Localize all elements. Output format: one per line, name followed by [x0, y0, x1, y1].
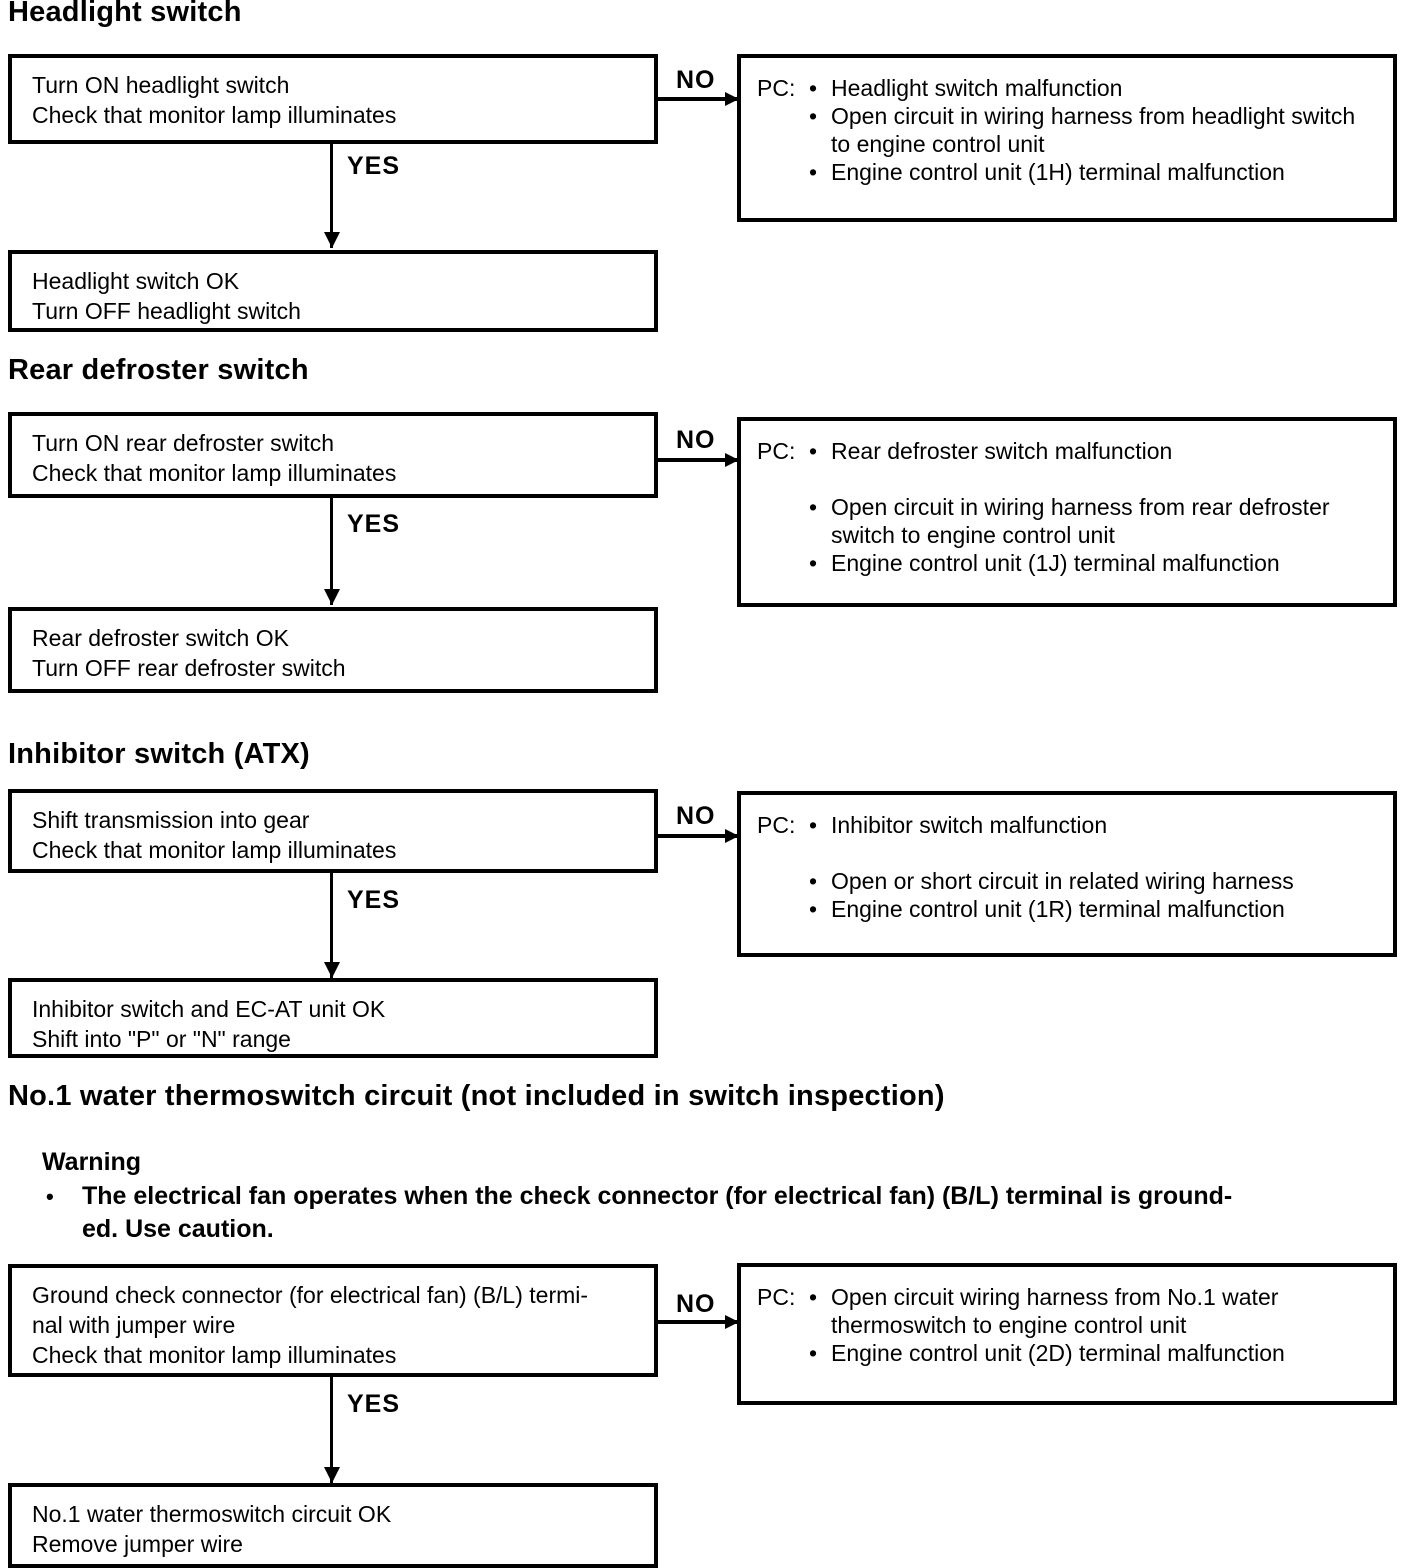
- pc-item: • Open circuit wiring harness from No.1 w…: [809, 1283, 1377, 1339]
- step-line: Check that monitor lamp illuminates: [32, 837, 397, 863]
- step-line: nal with jumper wire: [32, 1312, 236, 1338]
- bullet-icon: •: [809, 868, 818, 894]
- pc-item: • Open or short circuit in related wiring…: [809, 867, 1377, 895]
- result-line: Turn OFF rear defroster switch: [32, 655, 346, 681]
- pc-item: • Inhibitor switch malfunction: [809, 811, 1377, 839]
- step-line: Turn ON headlight switch: [32, 72, 290, 98]
- pc-item: • Engine control unit (1R) terminal malfu…: [809, 895, 1377, 923]
- result-line: Shift into "P" or "N" range: [32, 1026, 291, 1052]
- pc-item-text: Engine control unit (2D) terminal malfun…: [831, 1340, 1285, 1366]
- pc-items: • Open circuit wiring harness from No.1 w…: [809, 1283, 1377, 1401]
- pc-item-text: Headlight switch malfunction: [831, 75, 1123, 101]
- section-heading: Headlight switch: [8, 0, 242, 28]
- result-box: Headlight switch OK Turn OFF headlight s…: [8, 250, 658, 332]
- result-box: Inhibitor switch and EC-AT unit OK Shift…: [8, 978, 658, 1058]
- step-line: Check that monitor lamp illuminates: [32, 102, 397, 128]
- no-connector-arrow: [658, 1315, 739, 1329]
- result-line: Rear defroster switch OK: [32, 625, 289, 651]
- step-line: Ground check connector (for electrical f…: [32, 1282, 589, 1308]
- pc-item: • Engine control unit (1H) terminal malfu…: [809, 158, 1377, 186]
- step-box: Turn ON rear defroster switch Check that…: [8, 412, 658, 498]
- section-heading: Rear defroster switch: [8, 354, 309, 386]
- pc-item: • Engine control unit (1J) terminal malfu…: [809, 549, 1377, 577]
- bullet-icon: •: [46, 1184, 54, 1209]
- result-line: Remove jumper wire: [32, 1531, 243, 1557]
- result-box: No.1 water thermoswitch circuit OK Remov…: [8, 1483, 658, 1568]
- bullet-icon: •: [809, 494, 818, 520]
- no-label: NO: [676, 802, 716, 830]
- pc-item: • Engine control unit (2D) terminal malfu…: [809, 1339, 1377, 1367]
- no-connector-arrow: [658, 92, 739, 106]
- result-box: Rear defroster switch OK Turn OFF rear d…: [8, 607, 658, 693]
- bullet-icon: •: [809, 75, 818, 101]
- yes-arrow: [324, 144, 340, 248]
- pc-item-text: Open circuit in wiring harness from head…: [831, 103, 1356, 157]
- step-line: Shift transmission into gear: [32, 807, 310, 833]
- yes-label: YES: [347, 1390, 401, 1418]
- step-line: Turn ON rear defroster switch: [32, 430, 335, 456]
- no-label: NO: [676, 426, 716, 454]
- pc-label: PC:: [757, 812, 796, 838]
- result-line: Inhibitor switch and EC-AT unit OK: [32, 996, 386, 1022]
- bullet-icon: •: [809, 1284, 818, 1310]
- yes-label: YES: [347, 886, 401, 914]
- bullet-icon: •: [809, 550, 818, 576]
- pc-box: PC: • Headlight switch malfunction • Open …: [737, 54, 1397, 222]
- no-label: NO: [676, 66, 716, 94]
- yes-label: YES: [347, 510, 401, 538]
- no-label: NO: [676, 1290, 716, 1318]
- pc-item-text: Engine control unit (1J) terminal malfun…: [831, 550, 1280, 576]
- result-line: No.1 water thermoswitch circuit OK: [32, 1501, 392, 1527]
- no-connector-arrow: [658, 453, 739, 467]
- pc-box: PC: • Open circuit wiring harness from No…: [737, 1263, 1397, 1405]
- pc-label: PC:: [757, 438, 796, 464]
- pc-label: PC:: [757, 75, 796, 101]
- pc-items: • Inhibitor switch malfunction • Open or s…: [809, 811, 1377, 953]
- result-line: Headlight switch OK: [32, 268, 240, 294]
- pc-box: PC: • Inhibitor switch malfunction • Open …: [737, 791, 1397, 957]
- pc-box: PC: • Rear defroster switch malfunction •…: [737, 417, 1397, 607]
- yes-arrow: [324, 873, 340, 978]
- pc-items: • Headlight switch malfunction • Open circ…: [809, 74, 1377, 218]
- pc-item-text: Inhibitor switch malfunction: [831, 812, 1108, 838]
- section-heading: Inhibitor switch (ATX): [8, 738, 310, 770]
- pc-item-text: Engine control unit (1H) terminal malfun…: [831, 159, 1285, 185]
- pc-item-text: Engine control unit (1R) terminal malfun…: [831, 896, 1285, 922]
- no-connector-arrow: [658, 829, 739, 843]
- bullet-icon: •: [809, 1340, 818, 1366]
- step-box: Turn ON headlight switch Check that moni…: [8, 54, 658, 144]
- yes-arrow: [324, 498, 340, 605]
- yes-arrow: [324, 1377, 340, 1483]
- pc-label: PC:: [757, 1284, 796, 1310]
- yes-label: YES: [347, 152, 401, 180]
- bullet-icon: •: [809, 159, 818, 185]
- pc-item: • Open circuit in wiring harness from rea…: [809, 493, 1377, 549]
- step-line: Check that monitor lamp illuminates: [32, 1342, 397, 1368]
- warning-line: The electrical fan operates when the che…: [82, 1182, 1233, 1210]
- pc-item: • Rear defroster switch malfunction: [809, 437, 1377, 465]
- warning-item: • The electrical fan operates when the c…: [46, 1180, 1232, 1246]
- warning-title: Warning: [42, 1148, 142, 1176]
- warning-text: The electrical fan operates when the che…: [82, 1180, 1232, 1246]
- pc-item: • Open circuit in wiring harness from hea…: [809, 102, 1377, 158]
- bullet-icon: •: [809, 812, 818, 838]
- pc-item-text: Open circuit in wiring harness from rear…: [831, 494, 1330, 548]
- step-line: Check that monitor lamp illuminates: [32, 460, 397, 486]
- pc-item: • Headlight switch malfunction: [809, 74, 1377, 102]
- pc-items: • Rear defroster switch malfunction • Open…: [809, 437, 1377, 603]
- pc-item-text: Open or short circuit in related wiring …: [831, 868, 1294, 894]
- result-line: Turn OFF headlight switch: [32, 298, 301, 324]
- pc-item-text: Rear defroster switch malfunction: [831, 438, 1173, 464]
- bullet-icon: •: [809, 438, 818, 464]
- step-box: Shift transmission into gear Check that …: [8, 789, 658, 873]
- section-heading: No.1 water thermoswitch circuit (not inc…: [8, 1080, 945, 1112]
- bullet-icon: •: [809, 103, 818, 129]
- pc-item-text: Open circuit wiring harness from No.1 wa…: [831, 1284, 1279, 1338]
- step-box: Ground check connector (for electrical f…: [8, 1264, 658, 1377]
- bullet-icon: •: [809, 896, 818, 922]
- warning-line: ed. Use caution.: [82, 1215, 274, 1243]
